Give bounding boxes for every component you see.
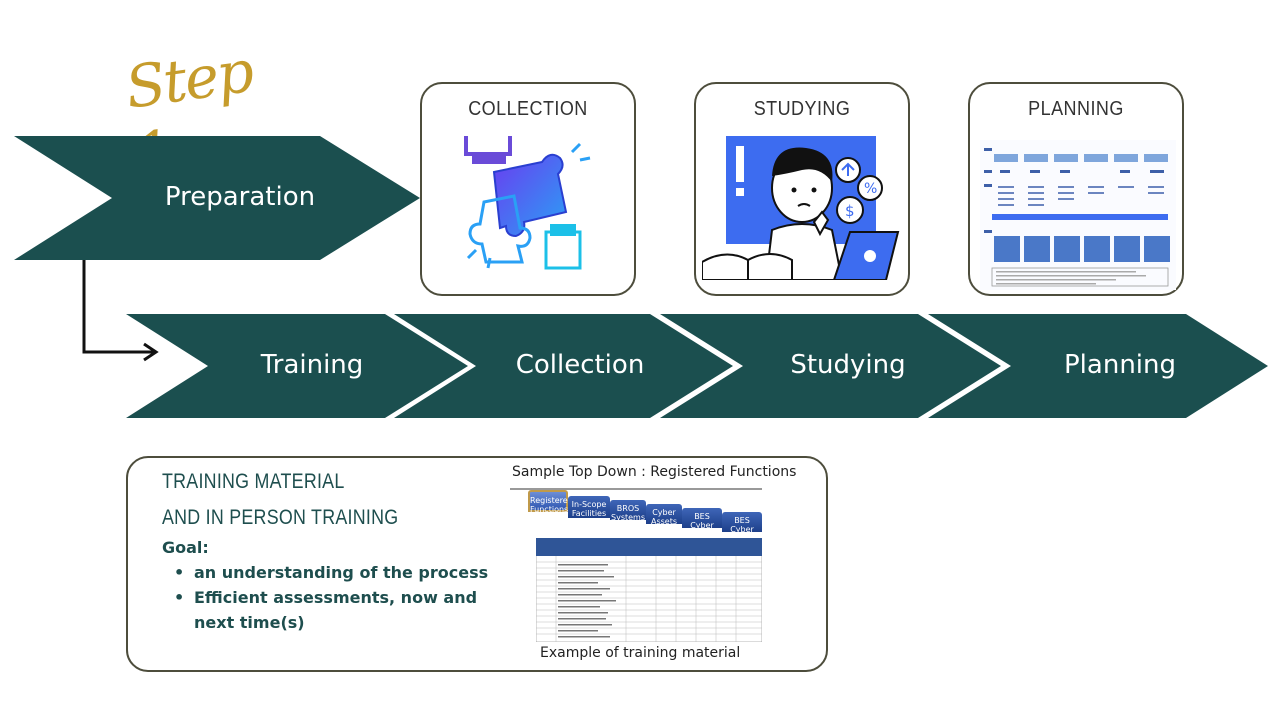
goal-bullet-continuation: next time(s) (194, 613, 305, 632)
tab-bros-systems: BROS Systems (610, 500, 646, 522)
studying-chevron (660, 314, 1001, 418)
preparation-label: Preparation (164, 182, 316, 212)
tab-in-scope-facilities: In-Scope Facilities (568, 496, 610, 518)
studying-person-icon: % $ (702, 136, 900, 280)
training-label: Training (260, 350, 364, 380)
collection-label: Collection (515, 350, 645, 380)
planning-card: PLANNING (968, 82, 1184, 296)
training-chevron (126, 314, 468, 418)
collection-card-title: COLLECTION (468, 98, 588, 120)
training-material-title-line1: TRAINING MATERIAL (162, 470, 345, 493)
goal-bullet-item: •Efficient assessments, now and (174, 588, 478, 607)
collection-chevron (394, 314, 733, 418)
tab-bes-cyber-systems: BES Cyber Systems (722, 512, 762, 543)
studying-label: Studying (790, 350, 906, 380)
connector-arrow-line (82, 260, 154, 354)
planning-label: Planning (1064, 350, 1176, 380)
goal-label: Goal: (162, 538, 209, 557)
planning-card-title: PLANNING (1028, 98, 1124, 120)
planning-chevron (928, 314, 1268, 418)
preparation-chevron (14, 136, 420, 260)
training-material-screenshot: Registered Functions In-Scope Facilities… (510, 486, 762, 642)
tab-registered-functions: Registered Functions (528, 490, 573, 514)
planning-chart-image (980, 140, 1176, 290)
goal-bullet-list: •an understanding of the process •Effici… (174, 560, 514, 635)
sample-title: Sample Top Down : Registered Functions (512, 464, 797, 480)
example-caption: Example of training material (540, 645, 741, 661)
puzzle-icon (464, 136, 591, 270)
training-table-image (536, 538, 762, 642)
tab-bes-cyber-assets: BES Cyber Assets (682, 508, 722, 539)
svg-text:$: $ (845, 202, 855, 220)
connector-arrow-head (143, 342, 159, 362)
training-material-title-line2: AND IN PERSON TRAINING (162, 506, 399, 529)
goal-bullet-item: •an understanding of the process (174, 563, 489, 582)
svg-text:%: % (864, 181, 877, 197)
studying-card-title: STUDYING (753, 98, 851, 120)
studying-card: STUDYING % $ (694, 82, 910, 296)
collection-card: COLLECTION (420, 82, 636, 296)
tab-cyber-assets: Cyber Assets (646, 504, 682, 526)
